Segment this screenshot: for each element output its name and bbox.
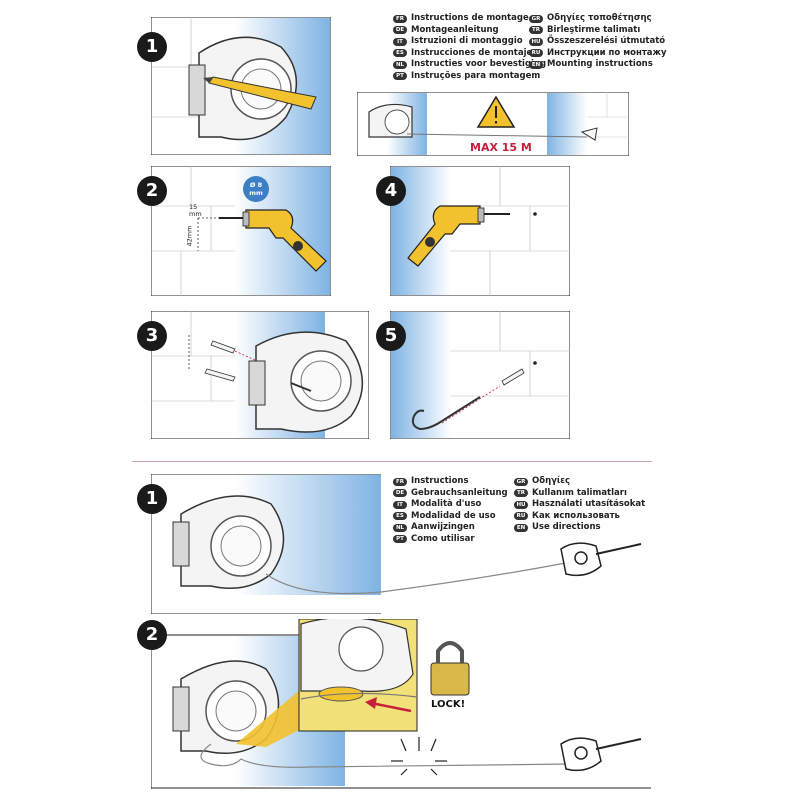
usage-step-2-panel: LOCK! 2 xyxy=(137,619,651,789)
step-number-1: 1 xyxy=(137,32,167,62)
usage-step-number-2: 2 xyxy=(137,620,167,650)
usage-step-number-1: 1 xyxy=(137,484,167,514)
mount-step-2-illustration xyxy=(151,166,331,296)
max-length-label: MAX 15 M xyxy=(470,141,532,154)
mount-step-3-panel: 3 xyxy=(137,311,369,439)
step-number-5: 5 xyxy=(376,321,406,351)
usage-step-1-panel: 1 xyxy=(137,474,651,614)
step-number-4: 4 xyxy=(376,176,406,206)
drill-size-badge: Ø 8 mm xyxy=(243,176,269,202)
dimension-side-label: 42mm xyxy=(185,225,194,247)
mount-step-4-illustration xyxy=(390,166,570,296)
dimension-top-label: 15 mm xyxy=(189,203,202,218)
usage-step-2-illustration xyxy=(151,619,651,789)
lock-label: LOCK! xyxy=(431,699,466,710)
mount-step-2-panel: 15 mm 42mm Ø 8 mm 2 xyxy=(137,166,331,296)
step-number-2: 2 xyxy=(137,176,167,206)
mount-step-4-panel: 4 xyxy=(376,166,570,296)
mount-step-5-panel: 5 xyxy=(376,311,570,439)
step-number-3: 3 xyxy=(137,321,167,351)
usage-step-1-illustration xyxy=(151,474,642,614)
mount-step-1-illustration xyxy=(151,17,331,155)
max-length-warning-panel: MAX 15 M xyxy=(357,92,629,156)
section-divider xyxy=(132,461,652,462)
warning-illustration xyxy=(357,92,629,156)
mount-step-1-panel: 1 xyxy=(137,17,331,155)
mount-step-5-illustration xyxy=(390,311,570,439)
mount-step-3-illustration xyxy=(151,311,369,439)
